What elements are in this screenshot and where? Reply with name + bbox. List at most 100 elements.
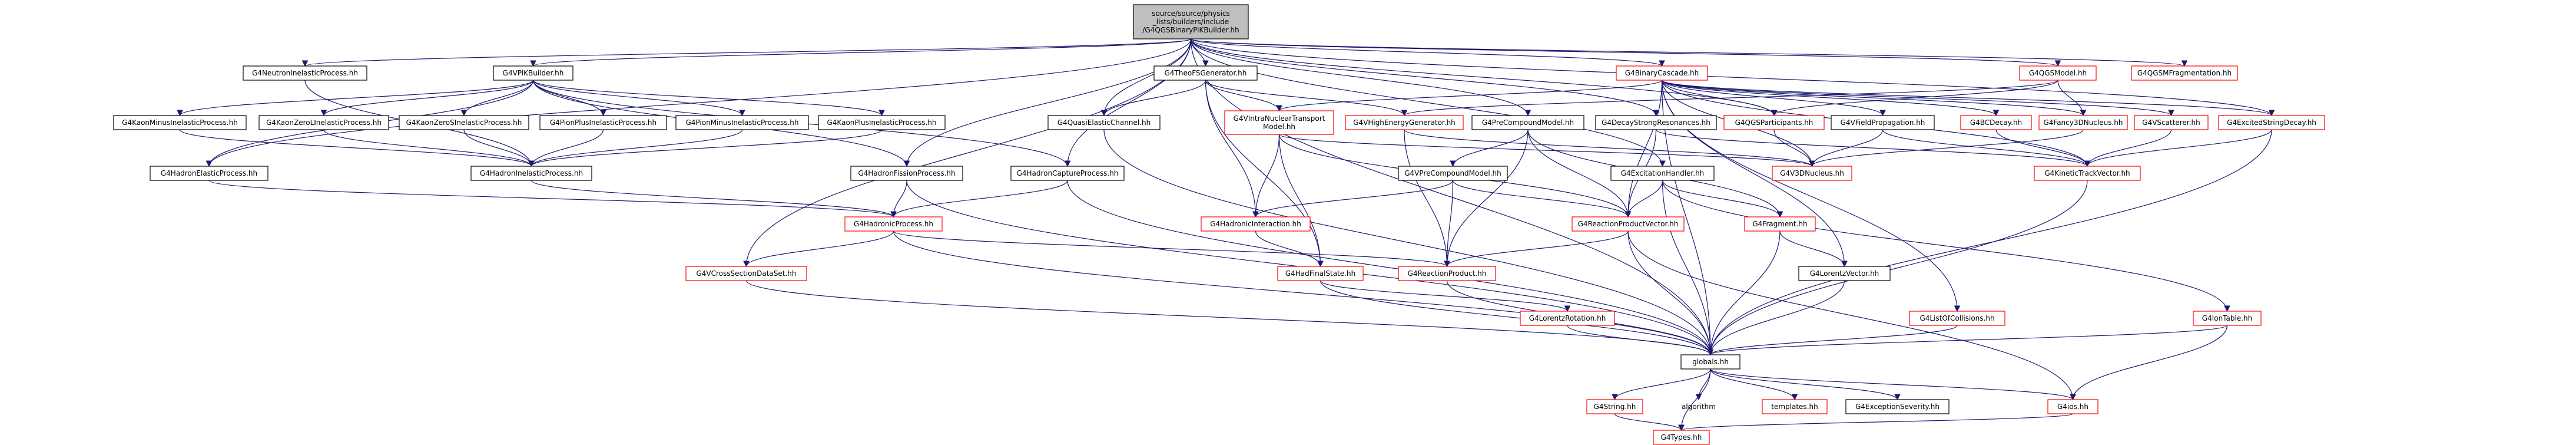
edge-hadronicInteraction-to-hadFinalState [1255, 230, 1321, 267]
node-g4ios-box [2047, 399, 2098, 414]
node-v3dnucleus-label: G4V3DNucleus.hh [1780, 169, 1844, 177]
edge-globals-to-g4ios [1710, 368, 2073, 400]
edge-root-to-binary [1190, 38, 1662, 67]
edge-vpik-to-kaonMinusInel [180, 80, 534, 116]
node-hadronInel[interactable]: G4HadronInelasticProcess.hh [470, 166, 592, 181]
edge-ionTable-to-globals [1710, 325, 2228, 355]
node-theofs[interactable]: G4TheoFSGenerator.hh [1153, 65, 1258, 81]
node-excitedString-box [2218, 115, 2325, 130]
node-ionTable[interactable]: G4IonTable.hh [2193, 311, 2262, 326]
node-globals[interactable]: globals.hh [1680, 354, 1740, 370]
node-root-label: _lists/builders/include [1152, 18, 1229, 26]
edge-precompound-to-vprecompound [1453, 129, 1529, 167]
node-lorentzVector[interactable]: G4LorentzVector.hh [1798, 266, 1891, 281]
node-exceptionSeverity[interactable]: G4ExceptionSeverity.hh [1845, 399, 1950, 414]
node-hadronicElastic[interactable]: G4HadronElasticProcess.hh [150, 166, 268, 181]
node-kaonMinusInel-box [113, 115, 247, 130]
node-lorentzRotation-box [1520, 311, 1615, 326]
node-quasiElastic-box [1047, 115, 1161, 130]
node-hadronicProcess[interactable]: G4HadronicProcess.hh [844, 216, 943, 232]
node-root-box [1133, 4, 1249, 39]
node-vhighE-box [1345, 115, 1464, 130]
edge-binary-to-qgsParticipants [1661, 80, 1775, 116]
node-quasiElastic[interactable]: G4QuasiElasticChannel.hh [1047, 115, 1161, 130]
node-vhighE-label: G4VHighEnergyGenerator.hh [1353, 118, 1456, 127]
edge-listOfCollisions-to-globals [1710, 325, 1958, 355]
node-listOfCollisions-label: G4ListOfCollisions.hh [1919, 314, 1994, 322]
node-qgsm[interactable]: G4QGSModel.hh [2019, 65, 2097, 81]
node-hadFinalState[interactable]: G4HadFinalState.hh [1277, 266, 1364, 281]
node-lorentzRotation[interactable]: G4LorentzRotation.hh [1520, 311, 1615, 326]
node-qgsmfrag[interactable]: G4QGSMFragmentation.hh [2131, 65, 2238, 81]
node-hadFinalState-label: G4HadFinalState.hh [1285, 269, 1355, 278]
node-ionTable-box [2193, 311, 2262, 326]
node-kaonZeroSInel[interactable]: G4KaonZeroSInelasticProcess.hh [399, 115, 529, 130]
node-kaonMinusInel-label: G4KaonMinusInelasticProcess.hh [122, 118, 238, 127]
node-vprecompound[interactable]: G4VPreCompoundModel.hh [1398, 166, 1508, 181]
node-precompound[interactable]: G4PreCompoundModel.hh [1471, 115, 1584, 130]
node-fancy3d-label: G4Fancy3DNucleus.hh [2043, 118, 2123, 127]
node-templates-box [1762, 399, 1828, 414]
edge-binary-to-excitedString [1661, 80, 2272, 116]
node-root[interactable]: source/source/physics_lists/builders/inc… [1133, 4, 1249, 39]
edge-globals-to-g4string [1615, 368, 1711, 400]
edge-excitationHandler-to-reactionProductVector [1628, 180, 1663, 217]
node-g4ios[interactable]: G4ios.hh [2047, 399, 2098, 414]
node-vhighE[interactable]: G4VHighEnergyGenerator.hh [1345, 115, 1464, 130]
node-precompound-box [1471, 115, 1584, 130]
node-excitedString[interactable]: G4ExcitedStringDecay.hh [2218, 115, 2325, 130]
node-bcdecay[interactable]: G4BCDecay.hh [1960, 115, 2032, 130]
edge-vprecompound-to-hadronicInteraction [1256, 180, 1454, 217]
node-decayStrong[interactable]: G4DecayStrongResonances.hh [1595, 115, 1717, 130]
node-algorithm[interactable]: algorithm [1682, 403, 1716, 411]
node-fragment-box [1744, 216, 1816, 232]
node-v3dnucleus[interactable]: G4V3DNucleus.hh [1772, 166, 1852, 181]
node-templates[interactable]: templates.hh [1762, 399, 1828, 414]
node-listOfCollisions[interactable]: G4ListOfCollisions.hh [1909, 311, 2005, 326]
node-vscatterer-label: G4VScatterer.hh [2142, 118, 2200, 127]
node-fancy3d[interactable]: G4Fancy3DNucleus.hh [2038, 115, 2128, 130]
edge-globals-to-algorithm [1699, 368, 1711, 400]
node-g4types[interactable]: G4Types.hh [1653, 430, 1710, 445]
node-pionPlusInel[interactable]: G4PionPlusInelasticProcess.hh [539, 115, 667, 130]
node-vfield[interactable]: G4VFieldPropagation.hh [1831, 115, 1935, 130]
node-hadronicInteraction[interactable]: G4HadronicInteraction.hh [1201, 216, 1311, 232]
node-hadronInel-box [470, 166, 592, 181]
node-pionMinusInel[interactable]: G4PionMinusInelasticProcess.hh [675, 115, 809, 130]
node-lorentzRotation-label: G4LorentzRotation.hh [1529, 314, 1606, 322]
node-qgsParticipants[interactable]: G4QGSParticipants.hh [1723, 115, 1825, 130]
node-kaonPlusInel[interactable]: G4KaonPlusInelasticProcess.hh [818, 115, 946, 130]
edge-precompound-to-reactionProduct [1447, 129, 1529, 266]
node-hadronFission[interactable]: G4HadronFissionProcess.hh [850, 166, 963, 181]
node-fragment[interactable]: G4Fragment.hh [1744, 216, 1816, 232]
node-kineticTrackVector[interactable]: G4KineticTrackVector.hh [2034, 166, 2141, 181]
node-binary[interactable]: G4BinaryCascade.hh [1616, 65, 1708, 81]
node-globals-box [1680, 354, 1740, 370]
edge-vintra-to-v3dnucleus [1278, 134, 1812, 167]
node-vpik-label: G4VPiKBuilder.hh [503, 69, 564, 77]
edge-hadronicProcess-to-reactionProduct [893, 230, 1447, 267]
node-vpik[interactable]: G4VPiKBuilder.hh [493, 65, 573, 81]
node-hadronCapture[interactable]: G4HadronCaptureProcess.hh [1010, 166, 1125, 181]
node-neutronInel[interactable]: G4NeutronInelasticProcess.hh [243, 65, 367, 81]
node-vcrossSection[interactable]: G4VCrossSectionDataSet.hh [685, 266, 807, 281]
node-lorentzVector-box [1798, 266, 1891, 281]
edge-vfield-to-v3dnucleus [1812, 129, 1884, 167]
node-vscatterer[interactable]: G4VScatterer.hh [2134, 115, 2209, 130]
node-vfield-box [1831, 115, 1935, 130]
node-vcrossSection-box [685, 266, 807, 281]
node-algorithm-label: algorithm [1682, 403, 1716, 411]
node-reactionProductVector[interactable]: G4ReactionProductVector.hh [1572, 216, 1685, 232]
node-kaonZeroLInel[interactable]: G4KaonZeroLInelasticProcess.hh [258, 115, 389, 130]
node-excitationHandler[interactable]: G4ExcitationHandler.hh [1610, 166, 1715, 181]
edge-quasiElastic-to-globals [1103, 129, 1710, 355]
edge-kaonZeroLInel-to-hadronInel [323, 129, 532, 167]
edge-theofs-to-quasiElastic [1104, 80, 1206, 116]
node-hadronicElastic-label: G4HadronElasticProcess.hh [161, 169, 257, 177]
node-g4string[interactable]: G4String.hh [1586, 399, 1643, 414]
node-hadronicProcess-label: G4HadronicProcess.hh [854, 220, 933, 228]
edge-lorentzRotation-to-globals [1567, 325, 1710, 355]
node-reactionProduct[interactable]: G4ReactionProduct.hh [1398, 266, 1496, 281]
node-kaonMinusInel[interactable]: G4KaonMinusInelasticProcess.hh [113, 115, 247, 130]
